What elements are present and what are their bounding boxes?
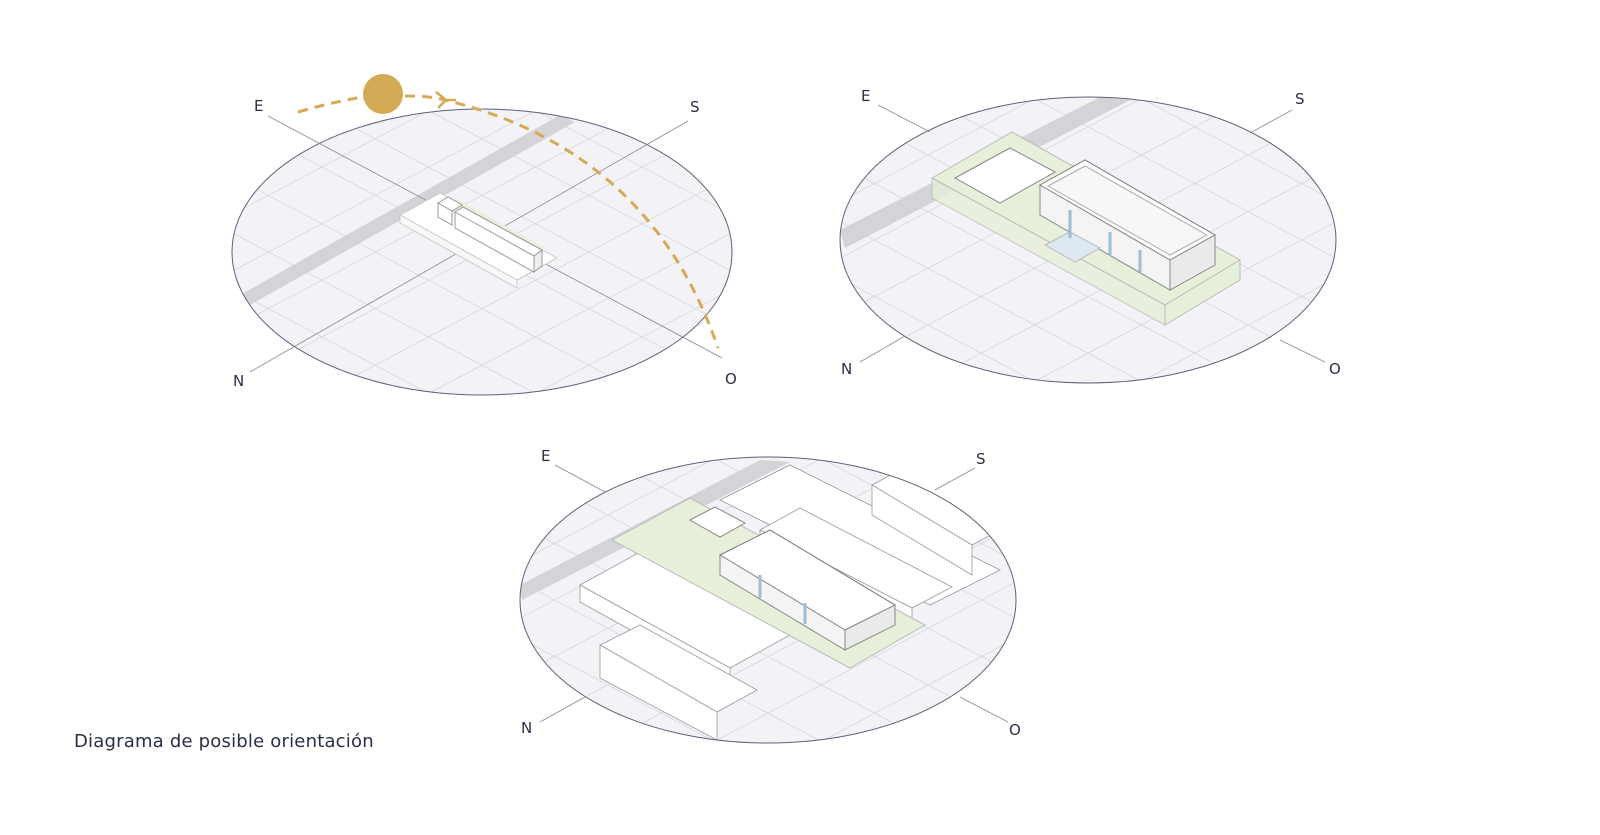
compass-west: O — [1009, 721, 1021, 739]
compass-east: E — [861, 87, 870, 105]
grid-line — [852, 284, 1031, 380]
grid-line — [243, 112, 425, 209]
grid-line — [355, 128, 707, 315]
grid-line — [825, 644, 1004, 740]
grid-line — [1037, 99, 1335, 258]
grid-line — [233, 111, 533, 271]
grid-line — [233, 233, 533, 393]
grid-line — [431, 233, 731, 393]
sun-path-west — [404, 94, 720, 349]
diagram-house-with-neighbors: E S N O — [519, 447, 1021, 744]
compass-west: O — [725, 370, 737, 388]
grid-line — [243, 295, 425, 392]
neighbor-buildings — [579, 464, 1001, 741]
north-axis-tick — [539, 696, 586, 723]
grid-line — [864, 177, 1214, 364]
grid-line — [539, 295, 721, 392]
plot — [398, 192, 559, 289]
north-axis-tick — [859, 335, 906, 363]
grid-line — [532, 460, 711, 556]
compass-east: E — [541, 447, 550, 465]
sun-path-east — [297, 94, 371, 114]
grid-line — [1145, 100, 1324, 196]
grid-line — [539, 112, 721, 209]
house-model — [930, 131, 1241, 326]
compass-south: S — [690, 98, 700, 116]
compass-east: E — [254, 97, 263, 115]
compass-south: S — [976, 450, 986, 468]
east-axis-tick — [877, 104, 931, 133]
sun-icon — [363, 74, 403, 114]
west-axis-tick — [1279, 339, 1326, 363]
grid-line — [841, 222, 1139, 381]
compass-north: N — [841, 360, 852, 378]
compass-north: N — [521, 719, 532, 737]
compass-north: N — [233, 372, 244, 390]
grid-line — [852, 100, 1031, 196]
diagram-site-context: E S N O — [231, 74, 737, 396]
diagram-house-open-plan: E S N O — [839, 87, 1341, 384]
grid — [233, 111, 731, 393]
horizon-ellipse — [519, 456, 1017, 744]
grid-line — [431, 111, 731, 271]
south-axis-tick — [1249, 109, 1293, 134]
compass-west: O — [1329, 360, 1341, 378]
sun-path-arrow-icon — [435, 91, 456, 109]
horizon-ellipse — [839, 96, 1337, 384]
compass-south: S — [1295, 90, 1305, 108]
street — [240, 115, 575, 305]
grid-line — [257, 189, 609, 376]
diagram-caption: Diagrama de posible orientación — [74, 731, 374, 752]
east-axis-tick — [554, 464, 606, 493]
south-axis-tick — [934, 467, 976, 491]
grid-line — [717, 582, 1015, 741]
horizon-ellipse — [231, 108, 733, 396]
grid-line — [1145, 284, 1324, 380]
west-axis-tick — [959, 696, 1009, 723]
grid-line — [532, 644, 711, 740]
